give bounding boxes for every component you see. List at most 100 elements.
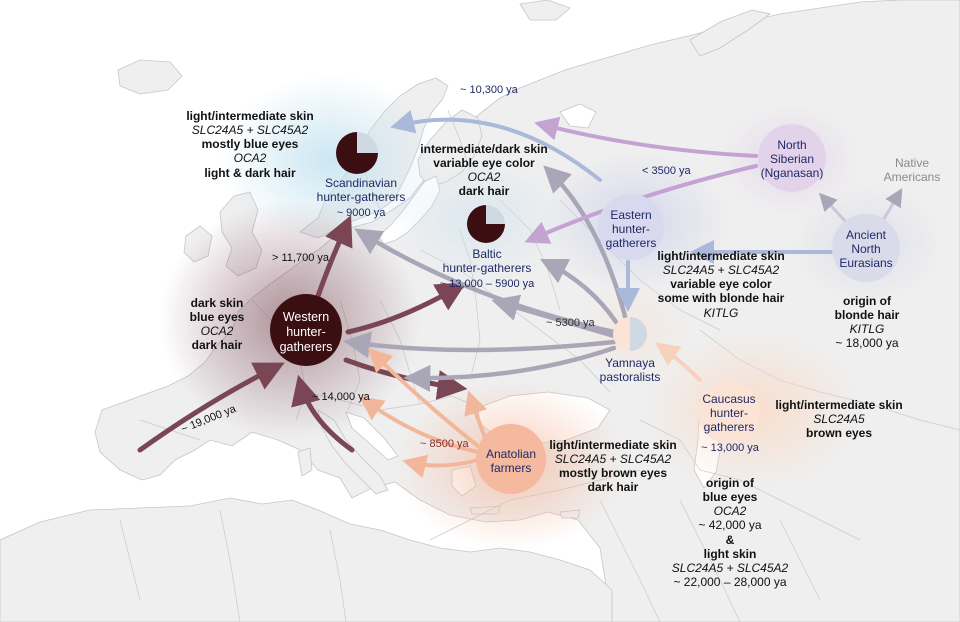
cauc-trait-skin: light/intermediate skin [775, 398, 903, 412]
western-hg-label: Western hunter- gatherers [270, 310, 342, 354]
caucasus-line1: Caucasus [702, 392, 756, 406]
baltic-traits: intermediate/dark skin variable eye colo… [414, 142, 554, 199]
baltic-name2: hunter-gatherers [442, 261, 532, 276]
native-line2: Americans [883, 170, 941, 185]
baltic-trait-skin: intermediate/dark skin [420, 142, 548, 156]
scand-trait-eyes: mostly blue eyes [201, 137, 299, 152]
migration-14000-label: ~ 14,000 ya [312, 391, 370, 403]
caucasus-hg-marker [698, 382, 760, 444]
baltic-hg-label: Baltic hunter-gatherers ~ 13,000 – 5900 … [422, 247, 552, 291]
migration-11700-label: > 11,700 ya [272, 252, 329, 264]
baltic-trait-eyes: variable eye color [433, 156, 535, 171]
origin-notes: origin of blue eyes OCA2 ~ 42,000 ya & l… [660, 476, 800, 589]
anat-trait-skin: light/intermediate skin [549, 438, 677, 452]
whg-trait-skin: dark skin [190, 296, 244, 310]
nsib-line2: Siberian [769, 152, 815, 167]
ane-line3: Eurasians [839, 256, 893, 271]
caucasus-line2: hunter- [709, 406, 749, 421]
migration-10300-label: ~ 10,300 ya [460, 84, 518, 96]
yamnaya-marker [613, 317, 647, 351]
ehg-trait-eyes: variable eye color [670, 277, 772, 292]
caucasus-traits: light/intermediate skin SLC24A5 brown ey… [764, 398, 914, 440]
native-line1: Native [894, 156, 929, 170]
anatolian-line2: farmers [490, 461, 532, 476]
ehg-line2: hunter- [611, 222, 651, 237]
whg-line1: Western [282, 310, 330, 324]
yamnaya-line1: Yamnaya [605, 356, 655, 370]
scandinavian-traits: light/intermediate skin SLC24A5 + SLC45A… [180, 109, 320, 180]
ane-trait-gene: KITLG [849, 322, 885, 337]
ehg-trait-gene2: KITLG [703, 305, 739, 320]
origin-line7: SLC24A5 + SLC45A2 [671, 560, 789, 575]
whg-trait-eyes: blue eyes [189, 310, 245, 325]
ane-line2: North [851, 242, 881, 257]
eastern-hg-label: Eastern hunter- gatherers [598, 208, 664, 250]
scandinavian-date: ~ 9000 ya [336, 207, 386, 220]
arrow-nsib-to-north [534, 116, 758, 158]
svalbard-land [519, 0, 571, 21]
anatolian-line1: Anatolian [485, 447, 537, 461]
baltic-hg-marker [467, 205, 505, 243]
yamnaya-line2: pastoralists [599, 370, 661, 385]
anat-trait-genes: SLC24A5 + SLC45A2 [554, 452, 672, 467]
origin-line5: & [725, 532, 735, 547]
north-africa-land [0, 497, 613, 622]
baltic-trait-hair: dark hair [458, 184, 510, 199]
scand-trait-hair: light & dark hair [204, 165, 296, 180]
ane-trait-origin: origin of [843, 294, 891, 308]
anat-trait-hair: dark hair [587, 480, 639, 495]
ane-traits: origin of blonde hair KITLG ~ 18,000 ya [812, 294, 922, 351]
arrow-whg-to-scandinavia [315, 215, 353, 299]
ehg-trait-skin: light/intermediate skin [657, 249, 785, 263]
anatolian-label: Anatolian farmers [476, 447, 546, 475]
arrow-italy-to-whg [291, 374, 355, 453]
adriatic-sea [345, 411, 399, 461]
baltic-trait-gene: OCA2 [467, 170, 501, 185]
ane-marker [832, 214, 900, 282]
arrow-anatolia-to-central [367, 347, 480, 448]
scand-trait-gene2: OCA2 [233, 151, 267, 166]
baltic-date: ~ 13,000 – 5900 ya [439, 278, 535, 291]
native-americans-label: Native Americans [872, 156, 952, 184]
arrow-yamnaya-to-poland [491, 294, 617, 339]
nsib-line3: (Nganasan) [760, 166, 824, 181]
north-siberian-marker [758, 124, 826, 192]
whg-trait-hair: dark hair [191, 338, 243, 353]
arrow-anatolia-to-italy [359, 396, 480, 454]
arrow-caucasus-to-yamnaya [655, 342, 702, 382]
origin-line6: light skin [703, 546, 757, 561]
anatolian-farmers-marker [476, 424, 546, 494]
ane-label: Ancient North Eurasians [832, 228, 900, 270]
cauc-trait-eyes: brown eyes [805, 426, 873, 441]
arrow-ane-to-nsib [818, 192, 848, 224]
ehg-trait-hair: some with blonde hair [657, 291, 785, 306]
white-sea [559, 103, 597, 129]
caucasus-date: ~ 13,000 ya [701, 442, 759, 454]
anat-trait-eyes: mostly brown eyes [558, 466, 668, 481]
whg-line3: gatherers [279, 339, 333, 354]
caucasus-line3: gatherers [703, 420, 755, 435]
ane-line1: Ancient [845, 228, 887, 242]
arrow-yamnaya-to-balkans [403, 345, 617, 392]
scand-trait-genes: SLC24A5 + SLC45A2 [191, 123, 309, 138]
scandinavian-name1: Scandinavian [324, 176, 398, 190]
arrow-ehg-to-scandinavia [390, 109, 602, 182]
arrow-yamnaya-to-central-europe [343, 331, 617, 359]
migration-3500-label: < 3500 ya [642, 165, 691, 177]
caucasus-hg-label: Caucasus hunter- gatherers [694, 392, 764, 434]
iceland-land [117, 59, 183, 95]
sardinia-land [297, 447, 313, 477]
eastern-hg-traits: light/intermediate skin SLC24A5 + SLC45A… [646, 249, 796, 320]
arrow-yamnaya-to-baltic [539, 258, 619, 325]
yamnaya-label: Yamnaya pastoralists [590, 356, 670, 384]
arrow-anatolia-to-greece [402, 454, 480, 479]
origin-line3: OCA2 [713, 504, 747, 519]
scandinavian-hg-marker [336, 132, 378, 174]
origin-line8: ~ 22,000 – 28,000 ya [673, 575, 787, 590]
baltic-name1: Baltic [472, 247, 502, 261]
scandinavian-name2: hunter-gatherers [316, 190, 406, 205]
arrow-ane-to-americas [880, 188, 903, 224]
ehg-line1: Eastern [610, 208, 652, 222]
origin-line4: ~ 42,000 ya [698, 518, 762, 533]
